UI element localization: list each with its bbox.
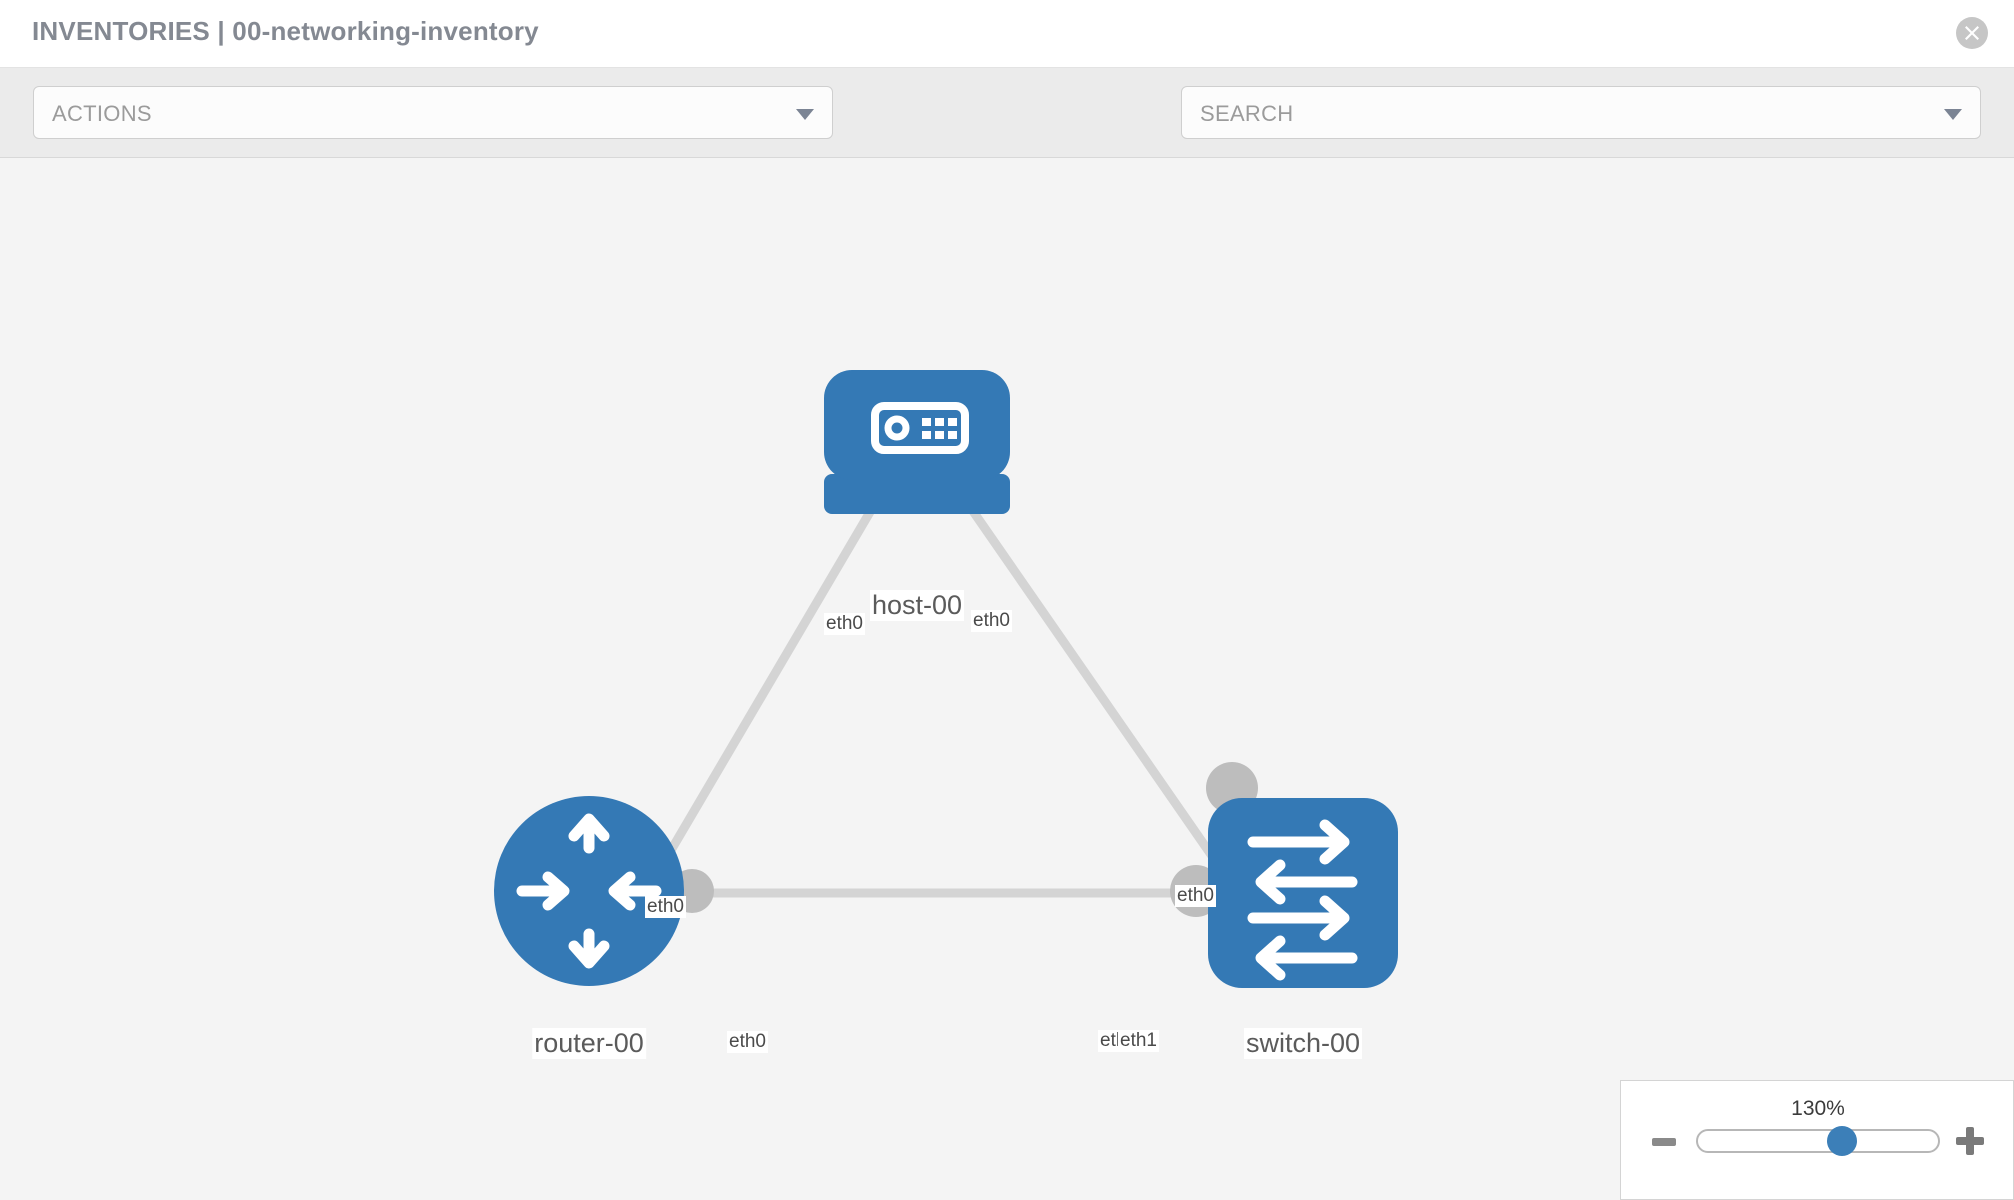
topology-node-router-00 xyxy=(494,796,684,986)
edge-host-router xyxy=(636,475,894,906)
node-label-router: router-00 xyxy=(532,1028,646,1059)
switch-icon xyxy=(1247,819,1358,981)
topology-connectors xyxy=(670,462,1258,917)
close-icon[interactable] xyxy=(1956,17,1988,49)
node-label-host: host-00 xyxy=(869,590,965,621)
topology-node-switch-00 xyxy=(1208,798,1398,988)
actions-dropdown[interactable]: ACTIONS xyxy=(33,86,833,139)
chevron-down-icon xyxy=(796,109,814,120)
edge-host-switch xyxy=(946,475,1259,921)
topology-edges xyxy=(636,475,1259,921)
chevron-down-icon xyxy=(1944,109,1962,120)
toolbar: ACTIONS SEARCH xyxy=(0,68,2014,198)
minus-icon-glyph xyxy=(1652,1138,1676,1146)
iface-label: eth0 xyxy=(824,613,865,635)
node-label-switch: switch-00 xyxy=(1243,1028,1363,1059)
topology-node-host-00 xyxy=(824,370,1010,514)
topology-graph xyxy=(494,370,1398,988)
zoom-control-panel: 130% xyxy=(1620,1080,2014,1200)
plus-icon[interactable] xyxy=(1954,1125,1986,1157)
router-icon xyxy=(516,813,662,969)
zoom-percent-label: 130% xyxy=(1791,1097,1845,1120)
search-input[interactable]: SEARCH xyxy=(1181,86,1981,139)
iface-label: eth1 xyxy=(1118,1030,1159,1052)
iface-label: eth0 xyxy=(645,896,686,918)
zoom-slider-thumb[interactable] xyxy=(1827,1126,1857,1156)
actions-dropdown-label: ACTIONS xyxy=(52,101,152,126)
close-icon-glyph xyxy=(1965,26,1979,40)
zoom-slider[interactable] xyxy=(1696,1129,1940,1153)
iface-label: eth0 xyxy=(971,610,1012,632)
topology-canvas[interactable]: host-00 router-00 switch-00 eth0 eth0 et… xyxy=(0,158,2014,1200)
plus-icon-glyph xyxy=(1956,1127,1984,1155)
minus-icon[interactable] xyxy=(1651,1129,1677,1155)
iface-label: eth0 xyxy=(1175,885,1216,907)
iface-label: eth0 xyxy=(727,1031,768,1053)
header-bar: INVENTORIES | 00-networking-inventory xyxy=(0,0,2014,68)
server-icon xyxy=(871,402,969,454)
page-title: INVENTORIES | 00-networking-inventory xyxy=(32,16,539,46)
search-input-placeholder: SEARCH xyxy=(1200,101,1294,126)
